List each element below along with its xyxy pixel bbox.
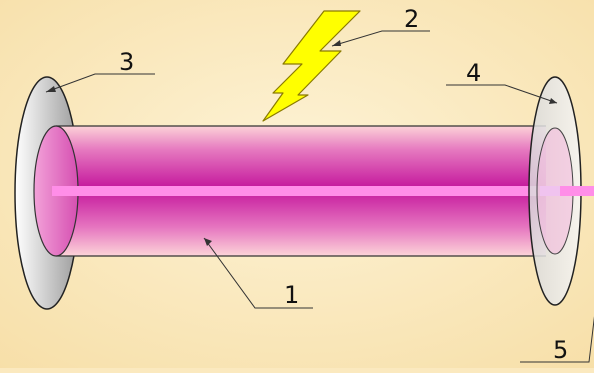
label-1: 1 <box>284 281 299 309</box>
lightning-bolt-icon <box>262 10 361 122</box>
label-5: 5 <box>553 336 568 364</box>
leader-line-5 <box>520 316 594 363</box>
label-4: 4 <box>466 59 481 87</box>
internal-beam <box>52 186 546 196</box>
arrowhead-4 <box>549 98 557 104</box>
leader-line-1 <box>203 237 313 309</box>
leader-line-2 <box>331 30 430 47</box>
arrowhead-3 <box>46 86 56 92</box>
leader-lines <box>45 30 594 363</box>
leader-arrowheads <box>46 40 557 246</box>
label-2: 2 <box>404 5 419 33</box>
leader-line-3 <box>45 73 155 93</box>
leader-line-4 <box>446 84 558 104</box>
arrowhead-1 <box>204 238 212 246</box>
label-3: 3 <box>119 48 134 76</box>
output-beam <box>560 186 594 196</box>
arrowhead-2 <box>332 40 341 46</box>
